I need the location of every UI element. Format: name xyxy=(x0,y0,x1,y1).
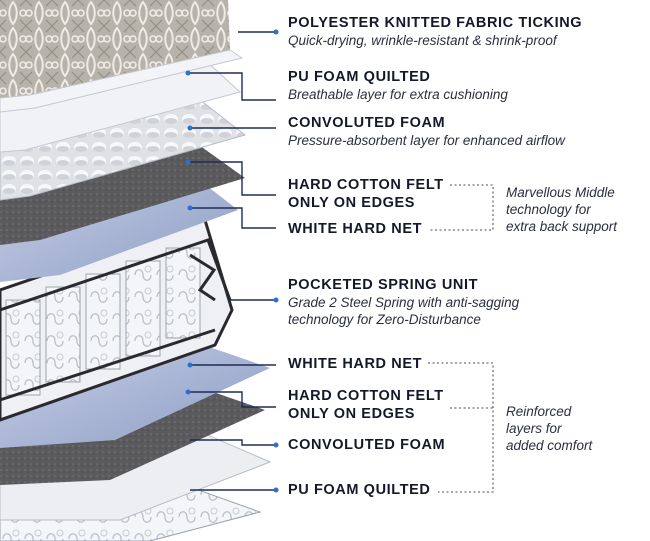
group-note-line: Marvellous Middle xyxy=(506,185,615,200)
leader-dot xyxy=(187,125,193,131)
layer-title-line: HARD COTTON FELT xyxy=(288,177,444,193)
label-fabric-ticking: POLYESTER KNITTED FABRIC TICKING Quick-d… xyxy=(288,14,582,49)
leader-dot xyxy=(187,362,193,368)
group-note-line: added comfort xyxy=(506,438,593,453)
group-note-line: Reinforced xyxy=(506,404,572,419)
label-hard-net-bottom: WHITE HARD NET xyxy=(288,355,422,373)
group-note-reinforced: Reinforced layers for added comfort xyxy=(506,403,592,454)
leader-dot xyxy=(185,70,191,76)
layer-title: PU FOAM QUILTED xyxy=(288,482,431,498)
leader-pu-foam-top xyxy=(188,72,276,101)
layer-title: CONVOLUTED FOAM xyxy=(288,115,446,131)
label-cotton-felt-top: HARD COTTON FELT ONLY ON EDGES xyxy=(288,176,444,212)
layer-description: Pressure-absorbent layer for enhanced ai… xyxy=(288,133,565,148)
layer-title-line: HARD COTTON FELT xyxy=(288,388,444,404)
layer-description: Breathable layer for extra cushioning xyxy=(288,87,508,102)
leader-dot xyxy=(273,29,279,35)
label-pu-foam-quilted-bottom: PU FOAM QUILTED xyxy=(288,481,430,499)
label-hard-net-top: WHITE HARD NET xyxy=(288,220,422,238)
group-note-line: technology for xyxy=(506,202,591,217)
layer-description-line: technology for Zero-Disturbance xyxy=(288,312,481,327)
spring-unit xyxy=(0,218,234,422)
leader-dot xyxy=(273,297,279,303)
leader-dot xyxy=(185,389,191,395)
layer-title: WHITE HARD NET xyxy=(288,221,423,237)
layer-fabric-ticking xyxy=(0,0,230,98)
layer-title: PU FOAM QUILTED xyxy=(288,69,431,85)
label-convoluted-foam-bottom: CONVOLUTED FOAM xyxy=(288,436,445,454)
leader-dot xyxy=(187,205,193,211)
layer-title-line: ONLY ON EDGES xyxy=(288,406,416,422)
layer-hard-net-bottom xyxy=(0,335,270,448)
layer-title: WHITE HARD NET xyxy=(288,356,423,372)
layer-title: POLYESTER KNITTED FABRIC TICKING xyxy=(288,15,583,31)
leader-dot xyxy=(185,159,191,165)
layer-title: CONVOLUTED FOAM xyxy=(288,437,446,453)
leader-convoluted-bottom xyxy=(190,439,276,446)
group-note-marvellous-middle: Marvellous Middle technology for extra b… xyxy=(506,184,617,235)
label-pocketed-spring-unit: POCKETED SPRING UNIT Grade 2 Steel Sprin… xyxy=(288,276,519,328)
group-note-line: layers for xyxy=(506,421,562,436)
leader-net-top xyxy=(190,207,276,229)
leader-felt-top xyxy=(188,161,276,196)
group-note-line: extra back support xyxy=(506,219,618,234)
layer-description-line: Grade 2 Steel Spring with anti-sagging xyxy=(288,295,520,310)
layer-title-line: ONLY ON EDGES xyxy=(288,195,416,211)
group-bracket-reinforced xyxy=(428,362,494,493)
label-convoluted-foam-top: CONVOLUTED FOAM Pressure-absorbent layer… xyxy=(288,114,565,149)
leader-dot xyxy=(273,487,279,493)
leader-felt-bottom xyxy=(188,391,276,408)
label-cotton-felt-bottom: HARD COTTON FELT ONLY ON EDGES xyxy=(288,387,444,423)
leader-dot xyxy=(273,442,279,448)
layer-title: POCKETED SPRING UNIT xyxy=(288,277,479,293)
label-pu-foam-quilted-top: PU FOAM QUILTED Breathable layer for ext… xyxy=(288,68,508,103)
layer-description: Quick-drying, wrinkle-resistant & shrink… xyxy=(288,33,557,48)
